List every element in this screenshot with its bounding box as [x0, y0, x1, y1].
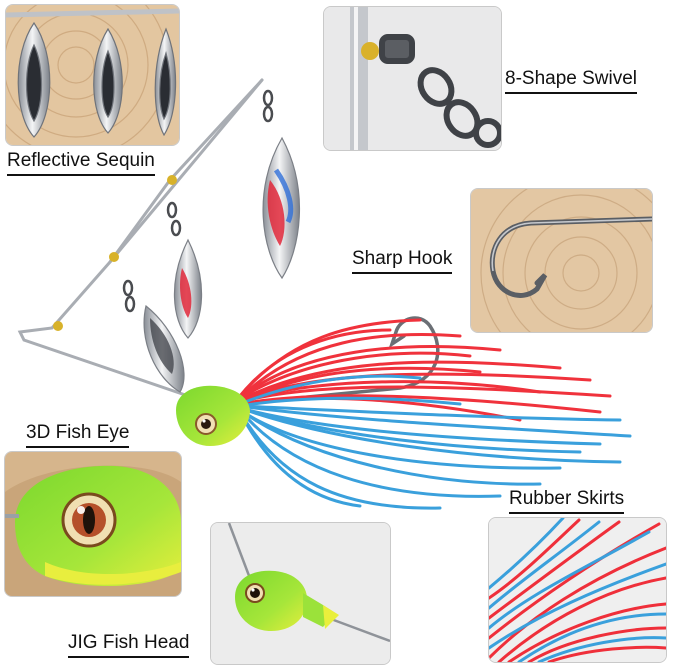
jig-head: [176, 385, 250, 446]
label-fish-eye: 3D Fish Eye: [26, 422, 130, 448]
swivel-icon: [122, 89, 274, 313]
inset-reflective-sequin: [5, 4, 180, 146]
inset-fish-eye: [4, 451, 182, 597]
label-swivel: 8-Shape Swivel: [505, 68, 638, 94]
label-reflective-sequin: Reflective Sequin: [7, 150, 155, 176]
rubber-skirt-strands: [238, 318, 632, 510]
inset-swivel: [323, 6, 502, 151]
inset-rubber-skirts: [488, 517, 667, 663]
inset-sharp-hook: [470, 188, 653, 333]
label-rubber-skirts: Rubber Skirts: [509, 488, 625, 514]
inset-jig-head: [210, 522, 391, 665]
label-sharp-hook: Sharp Hook: [352, 248, 453, 274]
blade-icon: [143, 136, 301, 393]
label-jig-head: JIG Fish Head: [68, 632, 190, 658]
bead-icon: [53, 175, 177, 331]
